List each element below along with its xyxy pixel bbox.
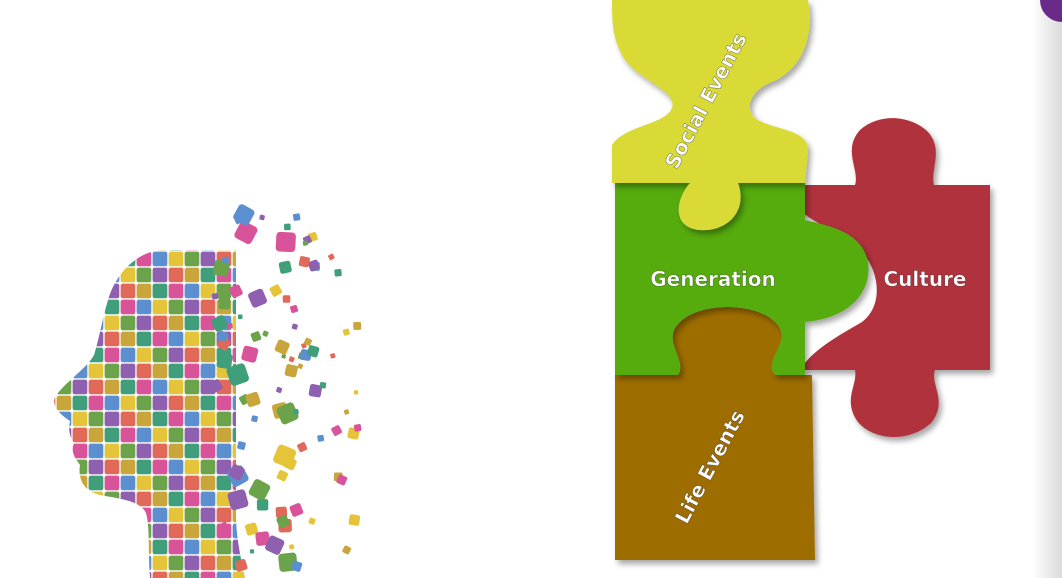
scattered-piece [284, 223, 291, 231]
scattered-piece [343, 409, 350, 415]
scattered-piece [255, 531, 270, 546]
generation-piece: Generation [615, 183, 869, 375]
scattered-piece [229, 284, 243, 298]
scattered-piece [262, 330, 269, 337]
scattered-piece [319, 381, 327, 389]
scattered-piece [284, 364, 298, 378]
life-events-piece: Life Events [615, 307, 815, 560]
puzzle-head-icon [54, 204, 362, 578]
scattered-puzzle-pieces [208, 204, 362, 572]
scattered-piece [274, 339, 290, 355]
scattered-piece [302, 240, 308, 246]
scattered-piece [301, 342, 307, 349]
scattered-piece [233, 204, 255, 226]
scattered-piece [259, 214, 265, 221]
scattered-piece [276, 402, 299, 425]
scattered-piece [275, 231, 296, 253]
scattered-piece [221, 521, 228, 528]
culture-piece: Culture [800, 118, 990, 437]
scattered-piece [269, 284, 283, 297]
social-events-piece: Social Events [612, 0, 810, 231]
scattered-piece [216, 330, 229, 343]
scattered-piece [234, 558, 248, 572]
scattered-piece [290, 560, 303, 572]
scattered-piece [245, 391, 261, 408]
scattered-piece [211, 292, 219, 300]
scattered-piece [228, 464, 245, 481]
scattered-piece [276, 470, 289, 482]
scattered-piece [331, 425, 342, 436]
slide-edge-shadow [1032, 0, 1062, 578]
scattered-piece [336, 474, 348, 486]
scattered-piece [226, 322, 233, 329]
scattered-piece [297, 363, 304, 370]
scattered-piece [308, 517, 316, 525]
scattered-piece [342, 328, 350, 336]
scattered-piece [307, 345, 320, 358]
scattered-piece [342, 545, 352, 555]
scattered-piece [330, 353, 336, 359]
scattered-piece [250, 331, 262, 342]
scattered-piece [276, 514, 290, 529]
scattered-piece [353, 423, 362, 432]
scattered-piece [221, 256, 230, 264]
scattered-piece [288, 544, 295, 550]
scattered-piece [289, 503, 304, 517]
scattered-piece [248, 288, 267, 308]
scattered-piece [265, 535, 285, 555]
scattered-piece [288, 356, 295, 363]
scattered-piece [244, 522, 259, 536]
scattered-piece [278, 260, 292, 274]
scattered-piece [317, 434, 325, 442]
scattered-piece [281, 354, 287, 359]
head-tile [199, 570, 217, 578]
scattered-piece [237, 441, 246, 450]
scattered-piece [276, 386, 283, 394]
generation-label: Generation [650, 267, 776, 291]
scattered-piece [298, 256, 310, 268]
scattered-piece [291, 323, 298, 330]
scattered-piece [297, 442, 308, 453]
generation-shape [615, 183, 869, 375]
life-events-shape [615, 307, 815, 560]
scattered-piece [303, 337, 313, 346]
scattered-piece [234, 220, 258, 245]
scattered-piece [328, 253, 335, 261]
scattered-piece [208, 379, 223, 393]
scattered-piece [289, 304, 299, 314]
head-tile [151, 570, 169, 578]
scattered-piece [251, 415, 258, 423]
scattered-piece [248, 479, 271, 501]
scattered-piece [353, 321, 362, 330]
scattered-piece [211, 315, 229, 332]
scattered-piece [353, 390, 359, 395]
scattered-piece [307, 259, 320, 272]
scattered-piece [212, 259, 230, 277]
scattered-piece [282, 295, 291, 303]
social-events-shape [612, 0, 810, 231]
scattered-piece [292, 213, 301, 221]
head-tile [167, 570, 185, 578]
scattered-piece [348, 514, 361, 526]
scattered-piece [218, 297, 231, 310]
scattered-piece [226, 363, 249, 386]
head-tile [183, 570, 201, 578]
scattered-piece [241, 345, 259, 363]
scattered-piece [293, 409, 299, 415]
scattered-piece [237, 314, 243, 320]
scattered-piece [273, 444, 297, 468]
culture-label: Culture [884, 267, 967, 291]
scattered-piece [249, 549, 255, 554]
scattered-piece [334, 269, 342, 277]
scattered-piece [256, 499, 269, 511]
culture-shape [800, 118, 990, 437]
scattered-piece [216, 352, 233, 369]
scattered-piece [308, 384, 323, 398]
scattered-piece [227, 489, 249, 511]
head-tile [215, 570, 233, 578]
